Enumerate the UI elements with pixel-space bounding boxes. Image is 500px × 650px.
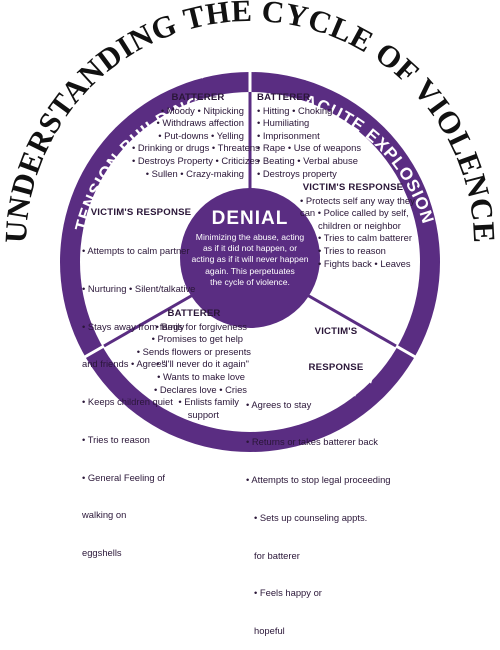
list-item: • Stays away from family — [82, 320, 185, 332]
arrow-icon — [135, 375, 148, 385]
list-item: • Destroys property — [257, 167, 337, 179]
list-item: • Tries to reason — [318, 244, 386, 256]
list-item: • Declares love • Cries — [153, 383, 247, 395]
list-item: • Tries to reason — [82, 433, 150, 445]
list-item: • Attempts to calm partner — [82, 244, 190, 256]
list-item: • Fights back • Leaves — [318, 257, 411, 269]
tension-batterer-block: BATTERER • Moody • Nitpicking • Withdraw… — [132, 92, 260, 180]
list-item: • Beating • Verbal abuse — [257, 154, 358, 166]
arrow-icon — [195, 69, 211, 79]
list-item: • Protects self any way they — [300, 194, 415, 206]
list-item: • Enlists family — [178, 396, 239, 408]
denial-line: as if it did not happen, or — [202, 243, 298, 254]
list-item: • Rape • Use of weapons — [257, 142, 362, 154]
list-item: • Feels happy or — [254, 587, 322, 599]
list-item: • Tries to calm batterer — [318, 232, 412, 244]
list-item: • Destroys Property • Criticizes — [132, 154, 260, 166]
list-item: • Drinking or drugs • Threatens — [132, 142, 260, 154]
arrow-icon — [363, 373, 375, 385]
list-item: • Promises to get help — [151, 333, 243, 345]
list-item: • "I'll never do it again" — [155, 358, 249, 370]
denial-line: again. This perpetuates — [205, 265, 295, 276]
list-item: for batterer — [254, 549, 300, 561]
list-item: • Wants to make love — [157, 370, 245, 382]
arrow-icon — [319, 77, 335, 87]
honeymoon-batterer-block: BATTERER • Begs for forgiveness • Promis… — [125, 308, 253, 421]
spoke-inner-right — [294, 286, 397, 348]
list-item: • Returns or takes batterer back — [246, 436, 378, 448]
list-item: • Moody • Nitpicking — [160, 104, 244, 116]
spoke-inner-left — [103, 286, 206, 348]
acute-victim-block: VICTIM'S RESPONSE • Protects self any wa… — [300, 182, 422, 270]
list-item: and friends • Agrees — [82, 358, 167, 370]
list-item: • Humiliating — [257, 117, 310, 129]
arrow-icon — [301, 71, 317, 81]
arrow-icon — [347, 387, 360, 397]
list-item: • Withdraws affection — [156, 117, 244, 129]
denial-description: Minimizing the abuse, acting as if it di… — [186, 232, 314, 288]
block-heading: RESPONSE — [308, 361, 364, 373]
arrow-icon — [177, 73, 193, 83]
list-item: can • Police called by self, — [300, 207, 409, 219]
cycle-diagram: UNDERSTANDING THE CYCLE OF VIOLENCE TENS… — [0, 0, 500, 452]
list-item: • Put-downs • Yelling — [158, 129, 244, 141]
list-item: support — [187, 408, 219, 420]
block-heading: VICTIM'S — [314, 326, 358, 338]
list-item: • Sends flowers or presents — [136, 345, 251, 357]
arrow-icon — [121, 361, 133, 373]
list-item: • Begs for forgiveness — [155, 320, 247, 332]
block-heading: BATTERER — [257, 92, 311, 103]
list-item: walking on — [82, 509, 127, 521]
block-heading: BATTERER — [171, 92, 225, 103]
denial-line: Minimizing the abuse, acting — [195, 232, 305, 242]
ring-arrows — [121, 69, 375, 397]
list-item: • Sets up counseling appts. — [254, 511, 368, 523]
denial-circle — [180, 188, 320, 328]
list-item: • Nurturing • Silent/talkative — [82, 282, 196, 294]
list-item: eggshells — [82, 547, 122, 559]
list-item: • Sullen • Crazy-making — [145, 167, 244, 179]
list-item: hopeful — [254, 625, 285, 637]
block-heading: VICTIM'S RESPONSE — [302, 182, 404, 193]
denial-title: DENIAL — [211, 208, 289, 229]
denial-line: acting as if it will never happen — [191, 254, 309, 265]
block-heading: VICTIM'S RESPONSE — [90, 207, 192, 219]
honeymoon-victim-block: VICTIM'S RESPONSE • Agrees to stay • Ret… — [246, 302, 391, 650]
list-item: • Attempts to stop legal proceeding — [246, 474, 391, 486]
list-item: • Agrees to stay — [246, 398, 312, 410]
list-item: • Hitting • Choking — [257, 104, 333, 116]
block-heading: BATTERER — [167, 308, 221, 319]
list-item: • Keeps children quiet — [82, 396, 173, 408]
list-item: • Imprisonment — [257, 129, 320, 141]
list-item: • General Feeling of — [82, 471, 166, 483]
list-item: children or neighbor — [318, 219, 401, 231]
acute-batterer-block: BATTERER • Hitting • Choking • Humiliati… — [257, 92, 369, 180]
denial-line: the cycle of violence. — [210, 276, 290, 287]
